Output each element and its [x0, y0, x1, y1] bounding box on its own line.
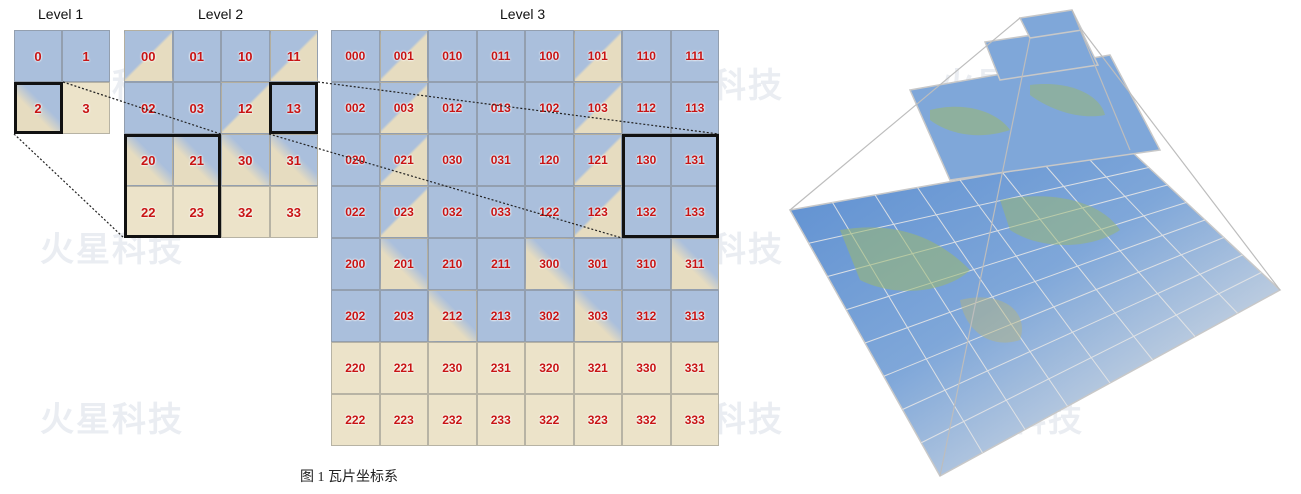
tile-001: 001 — [379, 30, 428, 82]
tile-021: 021 — [379, 134, 428, 186]
tile-310: 310 — [622, 238, 671, 290]
tile-220: 220 — [331, 342, 380, 394]
tile-110: 110 — [622, 30, 671, 82]
tile-01: 01 — [172, 30, 221, 82]
tile-113: 113 — [670, 82, 719, 134]
tile-21: 21 — [172, 134, 221, 186]
tile-pyramid-diagram — [788, 9, 1282, 478]
tile-301: 301 — [573, 238, 622, 290]
tile-112: 112 — [622, 82, 671, 134]
tile-212: 212 — [428, 290, 477, 342]
pyramid-grid-line — [883, 237, 1224, 377]
tile-233: 233 — [476, 394, 525, 446]
tile-03: 03 — [172, 82, 221, 134]
tile-030: 030 — [428, 134, 477, 186]
tile-31: 31 — [269, 134, 318, 186]
tile-101: 101 — [573, 30, 622, 82]
tile-3: 3 — [62, 82, 110, 134]
tile-323: 323 — [573, 394, 622, 446]
tile-213: 213 — [476, 290, 525, 342]
tile-201: 201 — [379, 238, 428, 290]
tile-122: 122 — [525, 186, 574, 238]
tile-12: 12 — [221, 82, 270, 134]
tile-00: 00 — [124, 30, 173, 82]
tile-211: 211 — [476, 238, 525, 290]
pyramid-grid-line — [1044, 164, 1196, 337]
tile-210: 210 — [428, 238, 477, 290]
tile-100: 100 — [525, 30, 574, 82]
tile-331: 331 — [670, 342, 719, 394]
tile-20: 20 — [124, 134, 173, 186]
tile-013: 013 — [476, 82, 525, 134]
tile-130: 130 — [622, 134, 671, 186]
tile-230: 230 — [428, 342, 477, 394]
pyramid-grid-line — [1087, 157, 1238, 314]
tile-023: 023 — [379, 186, 428, 238]
tile-002: 002 — [331, 82, 380, 134]
tile-322: 322 — [525, 394, 574, 446]
tile-032: 032 — [428, 186, 477, 238]
tile-232: 232 — [428, 394, 477, 446]
tile-132: 132 — [622, 186, 671, 238]
tile-300: 300 — [525, 238, 574, 290]
tile-121: 121 — [573, 134, 622, 186]
tile-1: 1 — [62, 30, 110, 82]
pyramid-grid-line — [921, 272, 1262, 444]
tile-120: 120 — [525, 134, 574, 186]
tile-303: 303 — [573, 290, 622, 342]
highlight-box-level1-tile-2 — [14, 82, 63, 134]
tile-010: 010 — [428, 30, 477, 82]
watermark: 火星科技 — [40, 400, 184, 440]
tile-32: 32 — [221, 186, 270, 238]
tile-313: 313 — [670, 290, 719, 342]
tile-102: 102 — [525, 82, 574, 134]
tile-23: 23 — [172, 186, 221, 238]
level-1-title: Level 1 — [38, 6, 84, 22]
tile-302: 302 — [525, 290, 574, 342]
tile-231: 231 — [476, 342, 525, 394]
tile-332: 332 — [622, 394, 671, 446]
highlight-box-level2-tile-13 — [269, 82, 318, 134]
tile-202: 202 — [331, 290, 380, 342]
tile-103: 103 — [573, 82, 622, 134]
tile-000: 000 — [331, 30, 380, 82]
level-2-title: Level 2 — [198, 6, 244, 22]
tile-02: 02 — [124, 82, 173, 134]
tile-020: 020 — [331, 134, 380, 186]
tile-333: 333 — [670, 394, 719, 446]
highlight-box-level3-quadrant-13 — [622, 134, 719, 238]
tile-031: 031 — [476, 134, 525, 186]
tile-011: 011 — [476, 30, 525, 82]
level-3-title: Level 3 — [500, 6, 546, 22]
tile-223: 223 — [379, 394, 428, 446]
tile-10: 10 — [221, 30, 270, 82]
tile-312: 312 — [622, 290, 671, 342]
pyramid-grid-line — [864, 219, 1206, 344]
tile-022: 022 — [331, 186, 380, 238]
tile-11: 11 — [269, 30, 318, 82]
tile-033: 033 — [476, 186, 525, 238]
tile-203: 203 — [379, 290, 428, 342]
highlight-box-level2-quadrant-2 — [124, 134, 221, 238]
tile-123: 123 — [573, 186, 622, 238]
tile-321: 321 — [573, 342, 622, 394]
tile-0: 0 — [14, 30, 62, 82]
figure-caption: 图 1 瓦片坐标系 — [300, 470, 398, 485]
tile-30: 30 — [221, 134, 270, 186]
tile-111: 111 — [670, 30, 719, 82]
tile-311: 311 — [670, 238, 719, 290]
tile-33: 33 — [269, 186, 318, 238]
tile-222: 222 — [331, 394, 380, 446]
tile-200: 200 — [331, 238, 380, 290]
tile-003: 003 — [379, 82, 428, 134]
tile-320: 320 — [525, 342, 574, 394]
tile-012: 012 — [428, 82, 477, 134]
tile-221: 221 — [379, 342, 428, 394]
tile-330: 330 — [622, 342, 671, 394]
